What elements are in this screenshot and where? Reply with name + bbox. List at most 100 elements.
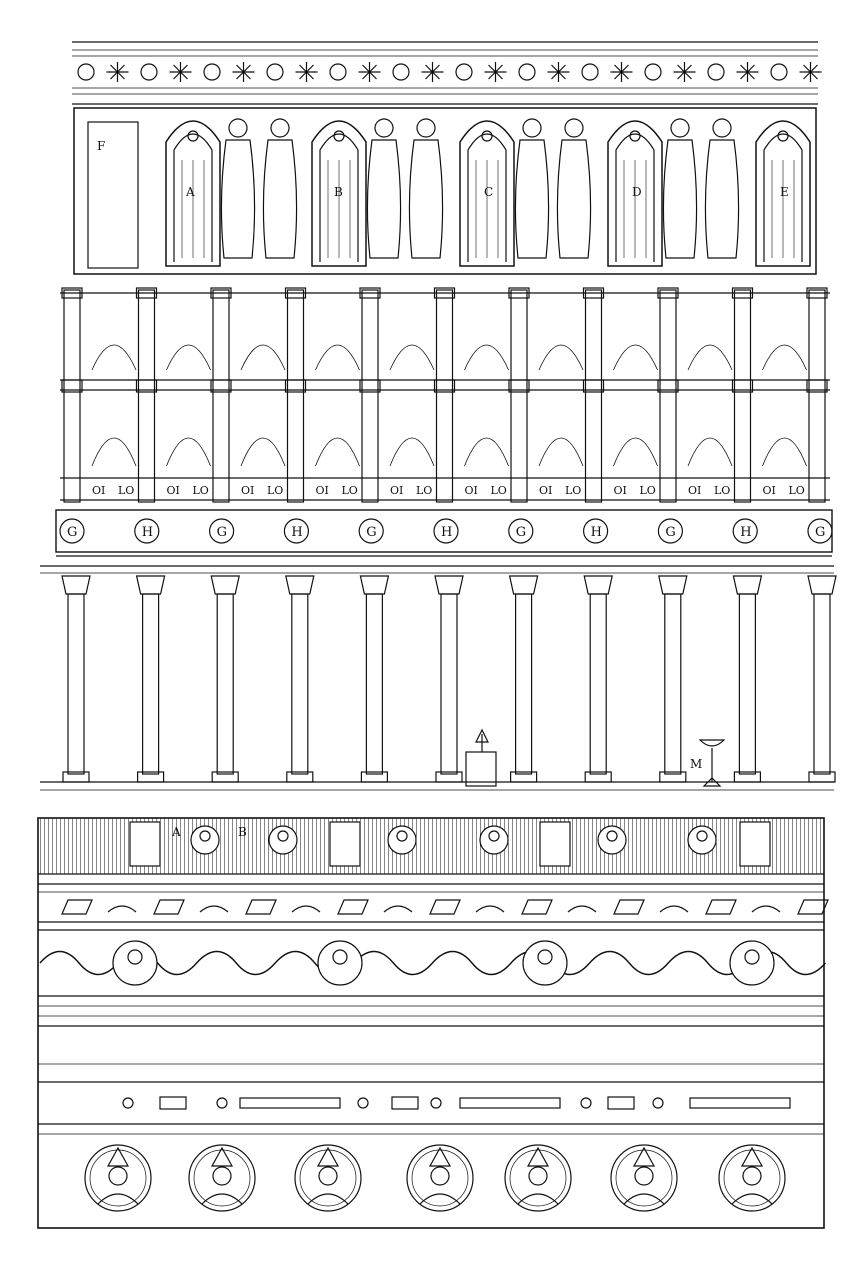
scene-figure-group (538, 344, 584, 371)
candlestick-label-m: M (690, 757, 702, 771)
dentil-block (337, 899, 369, 915)
scene-capital (61, 287, 83, 299)
ornament-disc (329, 63, 347, 81)
ornament-star (169, 62, 192, 82)
top-ornament-band (72, 41, 822, 105)
band-roundel (283, 518, 309, 544)
saint-figure (220, 139, 256, 259)
main-column-capital (732, 575, 763, 595)
portrait-head (606, 830, 618, 842)
bishop-medallion-inner (615, 1149, 673, 1207)
main-column-base (733, 771, 762, 783)
niche-letter-d: D (632, 185, 642, 199)
main-column-capital (658, 575, 688, 595)
bishop-medallion (610, 1144, 678, 1212)
ornament-disc (707, 63, 725, 81)
bishop-medallion (188, 1144, 256, 1212)
niche-inner-arch (319, 133, 359, 262)
ornament-disc (518, 63, 536, 81)
ornament-star (295, 62, 318, 82)
ornament-disc (203, 63, 221, 81)
bishop-head (430, 1166, 450, 1186)
dentil-arc (751, 905, 781, 913)
scene-capital (359, 287, 381, 299)
lower-panel (37, 817, 829, 1229)
frieze-label: OI (539, 484, 552, 497)
roundel-letter: G (366, 525, 376, 540)
scene-figure-group (389, 344, 435, 371)
main-column-base (510, 771, 538, 783)
main-column-shaft (440, 593, 458, 775)
figure-labels: F A B C D E M A B (97, 139, 789, 839)
main-column-capital (434, 575, 464, 595)
dentil-block (521, 899, 553, 915)
scene-figure-group (240, 344, 286, 371)
dentil-block (797, 899, 829, 915)
frieze-label: OI (167, 484, 180, 497)
scene-column (733, 289, 752, 503)
main-column-shaft (216, 593, 234, 775)
scene-capital (284, 379, 307, 393)
main-column-capital (583, 575, 613, 595)
scroll-portrait-head (537, 949, 553, 965)
scene-capital (61, 379, 83, 393)
main-column-base (360, 771, 388, 783)
main-column-shaft (142, 593, 160, 775)
frieze-label: LO (491, 484, 507, 497)
bishop-mitre (316, 1146, 340, 1167)
scene-capital (657, 287, 679, 299)
frieze-label: LO (267, 484, 283, 497)
scroll-portrait-head (127, 949, 143, 965)
bishop-shoulders (623, 1193, 665, 1205)
bishop-head (108, 1166, 128, 1186)
frieze-label: OI (465, 484, 478, 497)
frieze-label: OI (390, 484, 403, 497)
bishop-medallion (294, 1144, 362, 1212)
scene-column (361, 289, 379, 503)
roundel-letter: H (142, 525, 153, 540)
niche-inner-arch (173, 133, 213, 262)
bishop-medallion-inner (299, 1149, 357, 1207)
main-column-capital (135, 575, 166, 595)
dentil-block (705, 899, 737, 915)
scene-figure-group (613, 344, 658, 371)
ornament-star (547, 62, 570, 82)
bead-cartouche (607, 1096, 635, 1110)
niche-letter-e: E (780, 185, 789, 199)
frieze-label: LO (193, 484, 209, 497)
bishop-medallion-inner (89, 1149, 147, 1207)
main-column-shaft (514, 593, 533, 775)
main-column-capital (807, 575, 837, 595)
saint-halo (374, 118, 394, 138)
portrait-medallion (190, 825, 220, 855)
main-column-base (62, 771, 90, 783)
roundel-letter: G (516, 525, 526, 540)
scene-capital (135, 287, 158, 299)
scene-figure-group (315, 437, 360, 467)
scroll-band (38, 929, 826, 997)
ornament-disc (392, 63, 410, 81)
scene-capital (508, 287, 530, 299)
bishop-shoulders (97, 1193, 139, 1205)
scene-figure-group (166, 344, 211, 371)
bishop-medallion-inner (509, 1149, 567, 1207)
niche-frieze (73, 107, 817, 275)
scroll-portrait-medallion (317, 940, 363, 986)
saint-figure (556, 139, 592, 259)
portrait-strip (38, 818, 824, 875)
bead-rosette (216, 1097, 228, 1109)
altar (465, 728, 497, 787)
dentil-block (613, 899, 645, 915)
portrait-medallion (597, 825, 627, 855)
scene-capital (359, 379, 381, 393)
niche-letter-f: F (97, 139, 105, 153)
niche-fleuron (481, 130, 493, 142)
ornament-disc (77, 63, 95, 81)
scene-figure-group (538, 437, 584, 467)
ornament-disc (455, 63, 473, 81)
bishop-head (634, 1166, 654, 1186)
ornament-star (484, 62, 507, 82)
roundel-letter: H (591, 525, 602, 540)
